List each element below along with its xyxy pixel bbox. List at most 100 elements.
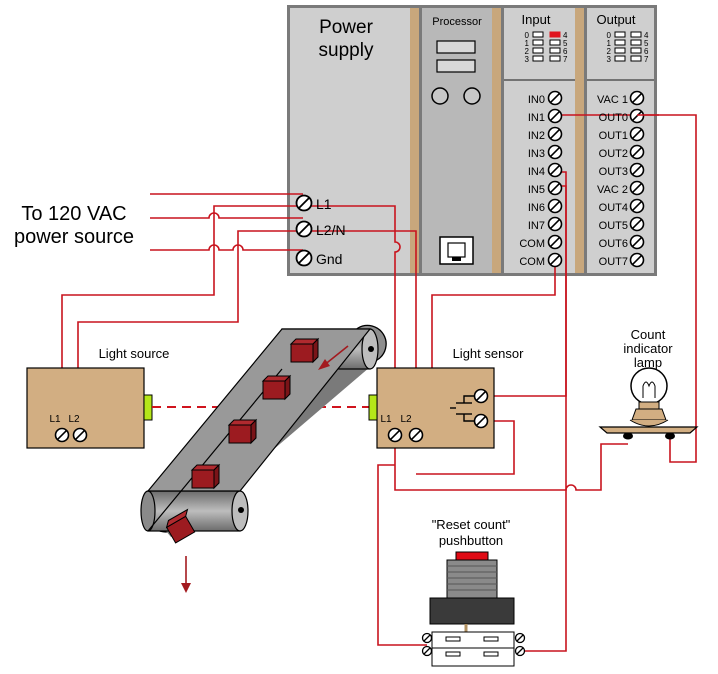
light-sensor-l2-label: L2 xyxy=(400,414,412,425)
lamp-label-line1: Count xyxy=(631,327,666,342)
light-sensor-l2-terminal[interactable] xyxy=(408,427,424,443)
pushbutton-label-line2: pushbutton xyxy=(439,533,503,548)
box-3 xyxy=(227,418,258,445)
light-source-l2-terminal[interactable] xyxy=(72,427,88,443)
svg-text:OUT7: OUT7 xyxy=(599,256,628,268)
power-supply-title-1: Power xyxy=(319,17,374,38)
svg-text:IN7: IN7 xyxy=(528,220,545,232)
ps-terminal-gnd[interactable] xyxy=(295,249,313,267)
svg-text:7: 7 xyxy=(644,55,649,64)
ps-label-gnd: Gnd xyxy=(316,251,342,267)
processor-title: Processor xyxy=(432,16,482,28)
svg-text:IN4: IN4 xyxy=(528,166,545,178)
input-leds xyxy=(532,31,561,62)
wire-source-l2 xyxy=(150,212,303,219)
light-sensor-box xyxy=(368,367,495,449)
svg-text:COM: COM xyxy=(519,256,545,268)
svg-text:1: 1 xyxy=(525,39,530,48)
processor-indicator-1 xyxy=(431,87,449,105)
svg-text:VAC 1: VAC 1 xyxy=(597,94,628,106)
wire-sensor-contact xyxy=(416,420,515,475)
ps-terminal-l1[interactable] xyxy=(295,194,313,212)
lamp-label-line2: indicator xyxy=(623,341,673,356)
svg-text:VAC 2: VAC 2 xyxy=(597,184,628,196)
pushbutton-terminal-3[interactable] xyxy=(514,632,526,644)
svg-text:OUT6: OUT6 xyxy=(599,238,628,250)
light-sensor-title: Light sensor xyxy=(453,346,524,361)
svg-text:OUT5: OUT5 xyxy=(599,220,628,232)
svg-text:0: 0 xyxy=(607,31,612,40)
light-source-l1-label: L1 xyxy=(49,414,61,425)
svg-text:IN3: IN3 xyxy=(528,148,545,160)
box-falling xyxy=(165,508,196,544)
svg-text:5: 5 xyxy=(644,39,649,48)
lamp-label-line3: lamp xyxy=(634,355,662,370)
input-led-labels-right: 4 5 6 7 xyxy=(563,31,568,64)
svg-text:7: 7 xyxy=(563,55,568,64)
reset-pushbutton[interactable] xyxy=(429,551,515,667)
pushbutton-label-line1: "Reset count" xyxy=(432,517,511,532)
input-terminal-labels: IN0 IN1 IN2 IN3 IN4 IN5 IN6 IN7 COM COM xyxy=(519,94,545,268)
svg-text:4: 4 xyxy=(644,31,649,40)
pushbutton-terminal-4[interactable] xyxy=(514,645,526,657)
source-label-line1: To 120 VAC xyxy=(21,203,126,225)
output-led-labels-left: 0 1 2 3 xyxy=(607,31,612,64)
svg-text:5: 5 xyxy=(563,39,568,48)
light-sensor-l1-terminal[interactable] xyxy=(387,427,403,443)
lamp-icon xyxy=(598,367,699,440)
light-source-box xyxy=(26,367,153,449)
source-label-line2: power source xyxy=(14,226,134,248)
processor-indicator-2 xyxy=(463,87,481,105)
ps-label-l2n: L2/N xyxy=(316,222,346,238)
box-1 xyxy=(289,337,320,364)
svg-text:OUT3: OUT3 xyxy=(599,166,628,178)
svg-text:4: 4 xyxy=(563,31,568,40)
input-led-4-on xyxy=(549,31,561,38)
svg-text:3: 3 xyxy=(607,55,612,64)
input-card-title: Input xyxy=(522,12,551,27)
svg-text:1: 1 xyxy=(607,39,612,48)
svg-text:IN2: IN2 xyxy=(528,130,545,142)
processor-port xyxy=(439,236,474,265)
light-sensor-l1-label: L1 xyxy=(380,414,392,425)
box-2 xyxy=(261,374,292,401)
svg-text:2: 2 xyxy=(525,47,530,56)
ps-label-l1: L1 xyxy=(316,196,332,212)
svg-text:2: 2 xyxy=(607,47,612,56)
wire-l1-pushbutton xyxy=(377,464,427,646)
wire-l2-feed xyxy=(77,230,417,430)
svg-text:IN6: IN6 xyxy=(528,202,545,214)
motion-arrow-fall xyxy=(181,556,191,593)
svg-text:0: 0 xyxy=(525,31,530,40)
pushbutton-terminal-1[interactable] xyxy=(421,632,433,644)
light-sensor-contact-terminal-1[interactable] xyxy=(473,388,489,404)
light-source-title: Light source xyxy=(99,346,170,361)
svg-text:COM: COM xyxy=(519,238,545,250)
output-card-title: Output xyxy=(596,12,635,27)
svg-text:3: 3 xyxy=(525,55,530,64)
ps-terminal-l2n[interactable] xyxy=(295,220,313,238)
power-supply-title-2: supply xyxy=(319,40,374,61)
pushbutton-terminal-2[interactable] xyxy=(421,645,433,657)
light-source-l2-label: L2 xyxy=(68,414,80,425)
conveyor-items xyxy=(165,337,320,544)
svg-text:IN5: IN5 xyxy=(528,184,545,196)
output-leds xyxy=(614,31,642,62)
conveyor-belt xyxy=(140,324,387,537)
svg-text:6: 6 xyxy=(644,47,649,56)
svg-text:OUT1: OUT1 xyxy=(599,130,628,142)
box-4 xyxy=(190,463,221,490)
light-sensor-contact-terminal-2[interactable] xyxy=(473,413,489,429)
processor-slot-1 xyxy=(436,40,476,54)
svg-text:OUT2: OUT2 xyxy=(599,148,628,160)
output-led-labels-right: 4 5 6 7 xyxy=(644,31,649,64)
svg-text:IN0: IN0 xyxy=(528,94,545,106)
light-source-l1-terminal[interactable] xyxy=(54,427,70,443)
svg-text:OUT0: OUT0 xyxy=(599,112,628,124)
processor-slot-2 xyxy=(436,59,476,73)
motion-arrow-belt xyxy=(318,345,349,370)
input-led-labels-left: 0 1 2 3 xyxy=(525,31,530,64)
wire-source-gnd xyxy=(150,244,303,251)
svg-text:OUT4: OUT4 xyxy=(599,202,628,214)
